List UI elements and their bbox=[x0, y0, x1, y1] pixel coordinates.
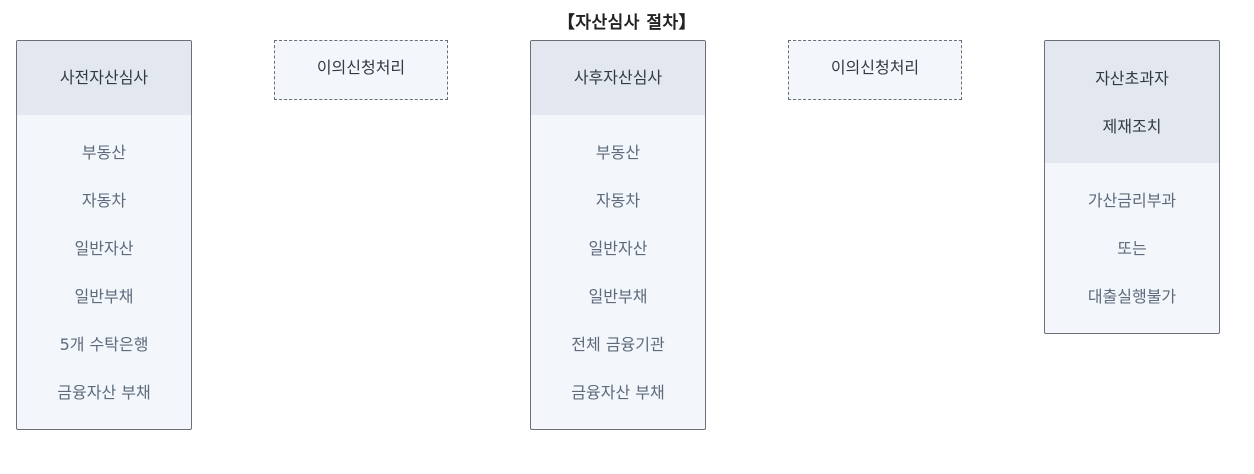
objection-box-1: 이의신청처리 bbox=[274, 40, 448, 100]
pre-review-items: 부동산 자동차 일반자산 일반부채 5개 수탁은행 금융자산 부채 bbox=[17, 115, 191, 417]
excess-sanction-item: 또는 bbox=[1117, 239, 1147, 258]
post-review-item: 부동산 bbox=[595, 143, 641, 162]
post-review-title: 사후자산심사 bbox=[573, 68, 663, 87]
pre-review-header: 사전자산심사 bbox=[17, 41, 191, 115]
excess-sanction-item: 가산금리부과 bbox=[1087, 191, 1177, 210]
objection-box-2: 이의신청처리 bbox=[788, 40, 962, 100]
pre-review-item: 금융자산 부채 bbox=[57, 383, 151, 402]
post-review-item: 전체 금융기관 bbox=[571, 335, 665, 354]
post-review-box: 사후자산심사 부동산 자동차 일반자산 일반부채 전체 금융기관 금융자산 부채 bbox=[530, 40, 706, 430]
excess-sanction-title-line: 제재조치 bbox=[1102, 117, 1162, 136]
pre-review-item: 부동산 bbox=[81, 143, 127, 162]
excess-sanction-title-line: 자산초과자 bbox=[1095, 69, 1169, 88]
pre-review-box: 사전자산심사 부동산 자동차 일반자산 일반부채 5개 수탁은행 금융자산 부채 bbox=[16, 40, 192, 430]
pre-review-item: 5개 수탁은행 bbox=[59, 335, 149, 354]
post-review-item: 일반부채 bbox=[588, 287, 648, 306]
post-review-item: 금융자산 부채 bbox=[571, 383, 665, 402]
pre-review-title: 사전자산심사 bbox=[59, 68, 149, 87]
post-review-item: 자동차 bbox=[595, 191, 641, 210]
pre-review-item: 일반자산 bbox=[74, 239, 134, 258]
excess-sanction-item: 대출실행불가 bbox=[1087, 287, 1177, 306]
excess-sanction-header: 자산초과자 제재조치 bbox=[1045, 41, 1219, 163]
excess-sanction-box: 자산초과자 제재조치 가산금리부과 또는 대출실행불가 bbox=[1044, 40, 1220, 334]
excess-sanction-items: 가산금리부과 또는 대출실행불가 bbox=[1045, 163, 1219, 321]
post-review-items: 부동산 자동차 일반자산 일반부채 전체 금융기관 금융자산 부채 bbox=[531, 115, 705, 417]
pre-review-item: 일반부채 bbox=[74, 287, 134, 306]
post-review-header: 사후자산심사 bbox=[531, 41, 705, 115]
diagram-title: 【자산심사 절차】 bbox=[557, 13, 697, 33]
post-review-item: 일반자산 bbox=[588, 239, 648, 258]
pre-review-item: 자동차 bbox=[81, 191, 127, 210]
